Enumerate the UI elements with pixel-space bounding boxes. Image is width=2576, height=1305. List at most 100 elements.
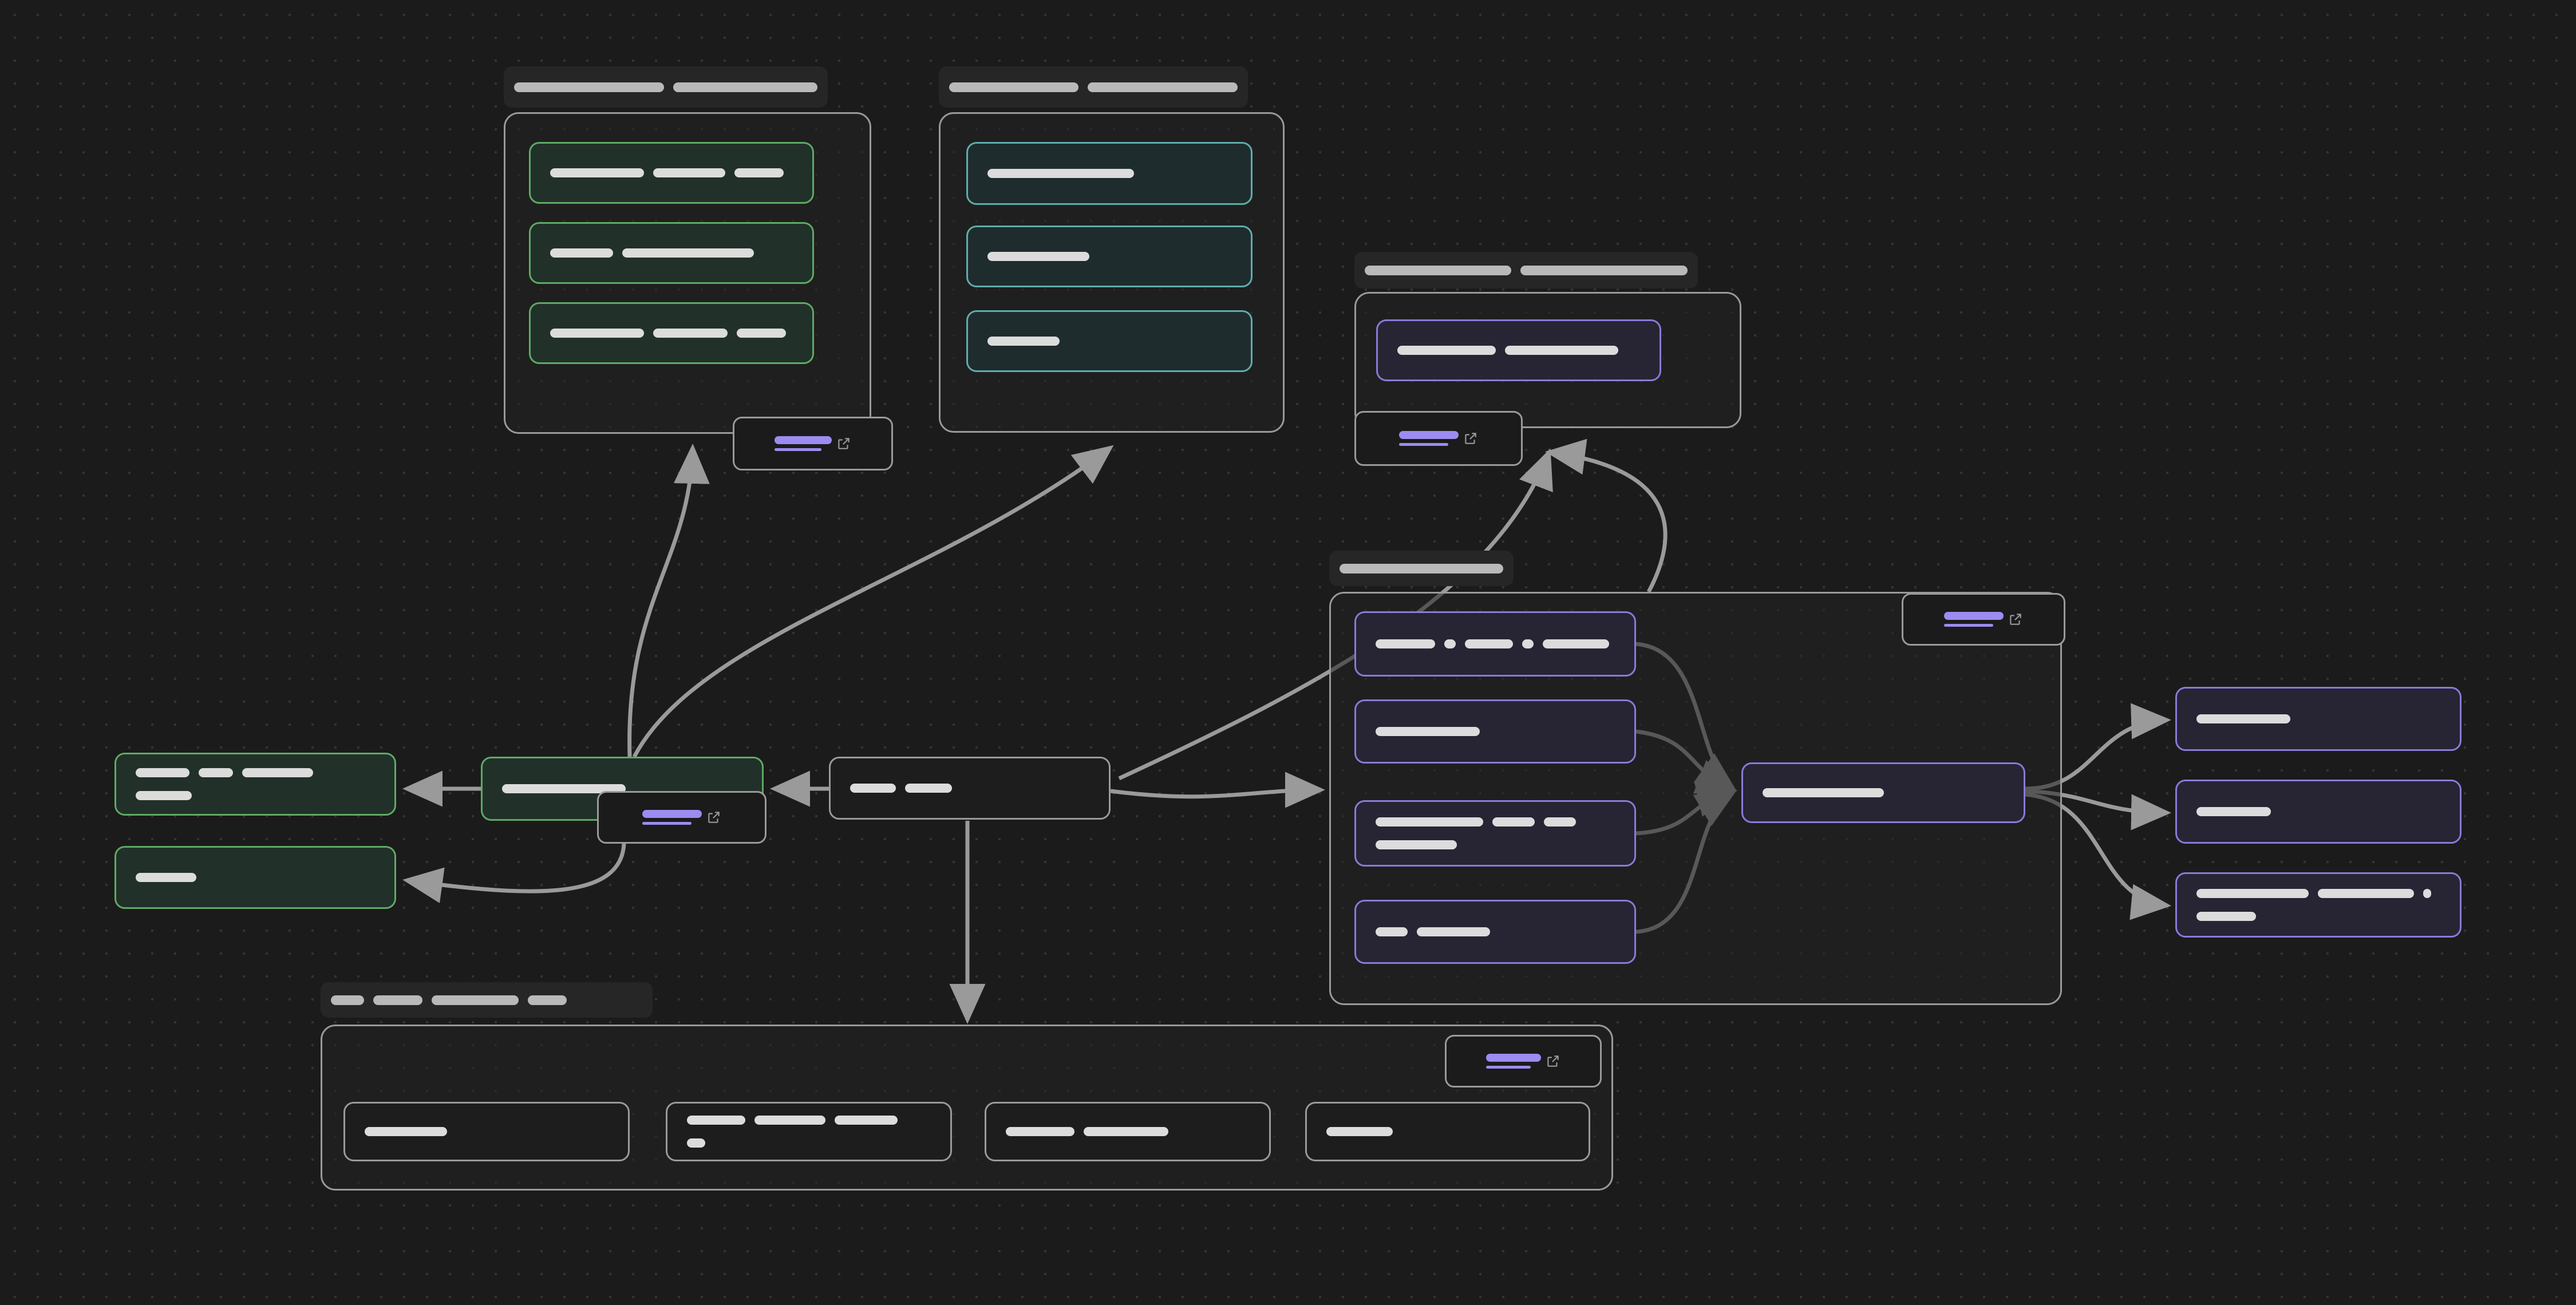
node-text-line [850,784,1089,793]
node-text-line [136,791,375,800]
node-text-line [550,248,793,258]
link-label-bar [775,436,832,444]
node-g2-n1[interactable] [966,142,1253,205]
link-badge-content [775,436,851,451]
external-link-icon[interactable] [1463,431,1478,446]
node-text-line [2196,912,2440,921]
purple-node-right-1[interactable] [2175,687,2462,751]
node-text-line [687,1138,931,1148]
text-bar [2196,807,2271,816]
plain-node-center[interactable] [829,757,1111,820]
node-g1-n2[interactable] [529,222,814,284]
node-text-line [987,337,1231,346]
text-bar [242,768,313,777]
text-bar [1084,1127,1168,1136]
node-text-line [1376,727,1615,736]
node-g4-n4[interactable] [1354,900,1636,964]
link-label [642,810,702,825]
link-label [775,436,832,451]
link-label-bar [1399,431,1459,439]
node-text-line [136,873,375,882]
link-underline [775,448,821,451]
text-bar [550,168,644,177]
open-link-badge-purple-group[interactable] [1354,411,1523,466]
edge-green-center-to-green-group [627,444,710,757]
text-bar [687,1138,705,1148]
text-bar [1376,840,1457,849]
external-link-icon[interactable] [1546,1054,1560,1069]
edge-purple-main-to-small [1545,438,1668,593]
purple-group-main-header[interactable] [1329,551,1514,586]
node-g4-n1[interactable] [1354,611,1636,677]
link-label [1486,1054,1541,1069]
text-bar [2423,889,2431,898]
text-bar [1544,817,1576,826]
text-bar [850,784,896,793]
text-bar [987,252,1089,261]
node-text-line [987,169,1231,178]
text-bar [835,1116,898,1125]
text-bar [502,784,626,793]
external-link-icon[interactable] [2008,612,2023,627]
open-link-badge-purple-main[interactable] [1902,593,2065,646]
bottom-group-header[interactable] [321,982,653,1018]
text-bar [1522,639,1534,648]
node-text-line [550,329,793,338]
purple-node-right-3[interactable] [2175,872,2462,938]
text-bar [1505,346,1618,355]
node-g5-n1[interactable] [343,1102,630,1161]
text-bar [1763,788,1884,797]
node-g5-n3[interactable] [985,1102,1271,1161]
text-bar [1417,927,1490,936]
link-badge-content [1486,1054,1560,1069]
open-link-badge-green-group[interactable] [733,417,893,470]
node-g2-n2[interactable] [966,226,1253,287]
node-g1-n3[interactable] [529,302,814,364]
text-bar [734,168,784,177]
text-bar [1520,265,1688,275]
node-g4-out[interactable] [1741,762,2025,823]
purple-group-small-header[interactable] [1354,252,1698,288]
open-link-badge-center-green[interactable] [597,791,767,844]
node-g2-n3[interactable] [966,310,1253,372]
link-label-bar [1486,1054,1541,1062]
node-g5-n2[interactable] [666,1102,952,1161]
green-node-left-bottom[interactable] [114,846,396,909]
external-link-icon[interactable] [836,436,851,451]
text-bar [2196,889,2309,898]
purple-node-right-2[interactable] [2175,780,2462,844]
link-underline [1944,624,1993,627]
teal-group-header[interactable] [939,66,1248,108]
node-text-line [365,1127,609,1136]
edge-badge-to-left-bottom [402,843,626,903]
green-group-header[interactable] [504,66,828,108]
green-node-left-top[interactable] [114,753,396,816]
text-bar [1006,1127,1074,1136]
text-bar [1376,817,1483,826]
text-bar [550,329,644,338]
text-bar [1376,927,1408,936]
text-bar [1326,1127,1393,1136]
node-text-line [2196,714,2440,723]
node-g1-n1[interactable] [529,142,814,204]
node-g4-n3[interactable] [1354,800,1636,867]
node-text-line [2196,807,2440,816]
open-link-badge-bottom-group[interactable] [1445,1035,1602,1088]
node-g5-n4[interactable] [1305,1102,1590,1161]
node-g3-n1[interactable] [1376,319,1661,381]
external-link-icon[interactable] [706,810,721,825]
link-underline [1486,1066,1531,1069]
node-text-line [1376,840,1615,849]
text-bar [754,1116,825,1125]
text-bar [331,995,364,1005]
text-bar [987,169,1134,178]
node-text-line [1326,1127,1569,1136]
node-text-line [1763,788,2004,797]
text-bar [2318,889,2414,898]
link-underline [642,822,692,825]
node-text-line [987,252,1231,261]
node-text-line [1376,927,1615,936]
link-label-bar [642,810,702,818]
node-g4-n2[interactable] [1354,699,1636,764]
